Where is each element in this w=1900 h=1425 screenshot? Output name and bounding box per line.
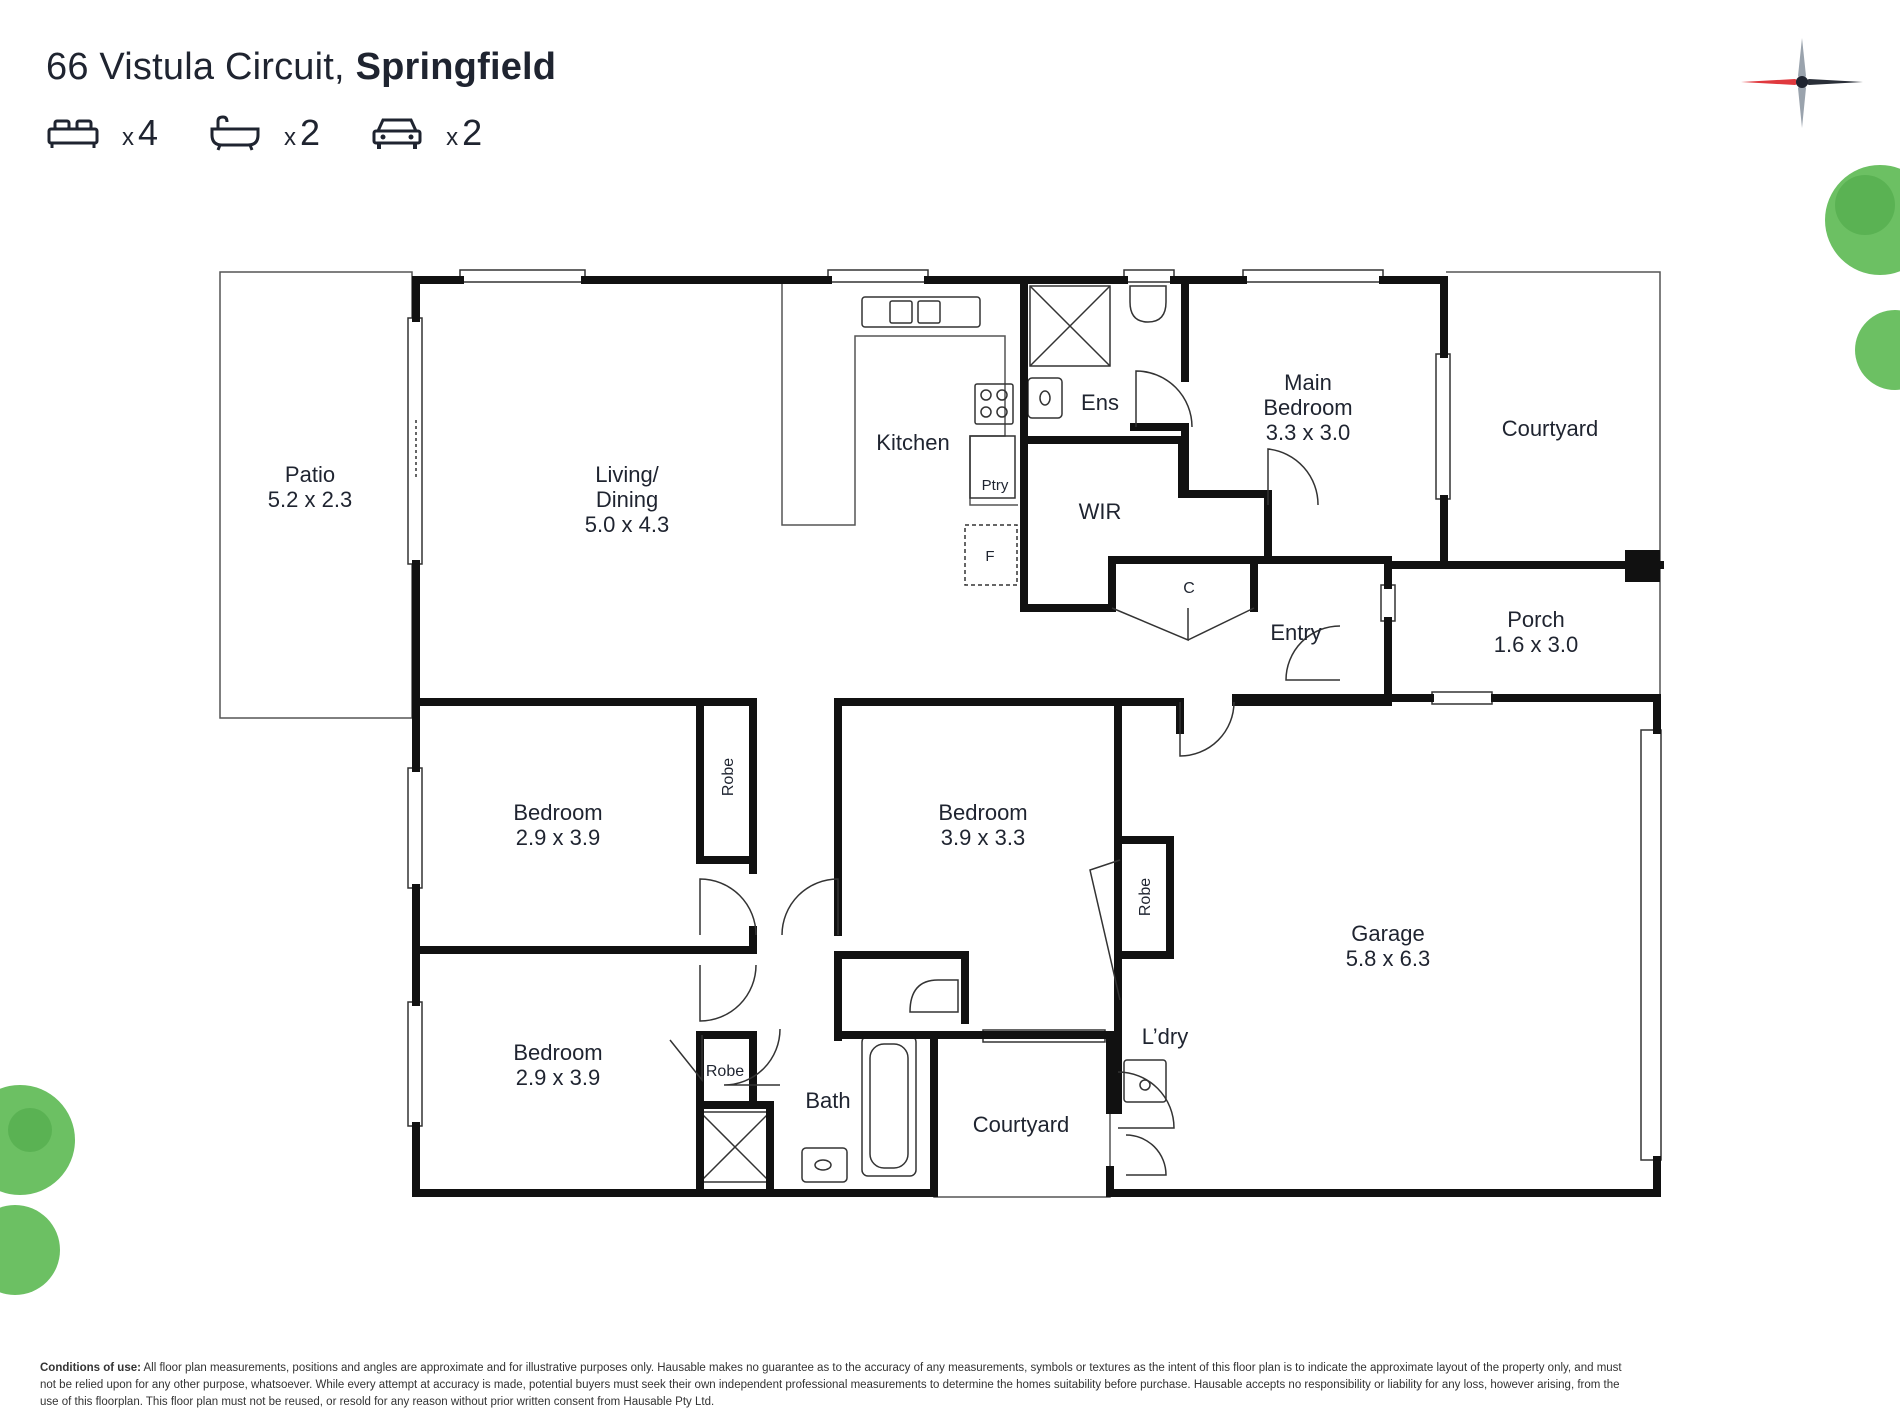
patio-size: 5.2 x 2.3: [268, 487, 352, 512]
bathroom-fixtures: [699, 285, 1167, 1183]
garage-size: 5.8 x 6.3: [1346, 946, 1430, 971]
bedroom-3-size: 2.9 x 3.9: [516, 1065, 600, 1090]
bathroom-count: 2: [300, 112, 321, 153]
suburb-name: Springfield: [355, 46, 557, 88]
kitchen-fixtures: [861, 296, 1018, 586]
tree-icon: [1825, 165, 1900, 390]
fridge-label: F: [985, 548, 994, 565]
bath-label: Bath: [805, 1088, 850, 1113]
windows: [407, 269, 1662, 1161]
kitchen-label: Kitchen: [876, 430, 949, 455]
bed-icon: [47, 119, 99, 148]
doors: [415, 370, 1341, 1176]
living-label-1: Living/: [595, 462, 659, 487]
conditions-of-use: Conditions of use: All floor plan measur…: [40, 1360, 1625, 1411]
walls: [412, 276, 1664, 1197]
closet-label: C: [1183, 580, 1195, 597]
living-label-2: Dining: [596, 487, 658, 512]
courtyard-south-label: Courtyard: [973, 1112, 1070, 1137]
bedroom-1-label: Bedroom: [513, 800, 602, 825]
main-bedroom-label-1: Main: [1284, 370, 1332, 395]
robe-2-label: Robe: [1137, 878, 1154, 916]
main-bedroom-label-2: Bedroom: [1263, 395, 1352, 420]
courtyard-east-label: Courtyard: [1502, 416, 1599, 441]
ensuite-label: Ens: [1081, 390, 1119, 415]
patio-label: Patio: [285, 462, 335, 487]
tree-icon: [0, 1085, 75, 1295]
garage-label: Garage: [1351, 921, 1424, 946]
bedroom-1-size: 2.9 x 3.9: [516, 825, 600, 850]
page-title: 66 Vistula Circuit, Springfield: [46, 46, 556, 89]
entry-label: Entry: [1270, 620, 1321, 645]
bath-icon: [210, 115, 260, 151]
conditions-heading: Conditions of use:: [40, 1362, 141, 1374]
conditions-text: All floor plan measurements, positions a…: [40, 1362, 1622, 1408]
robe-1-label: Robe: [720, 758, 737, 796]
room-labels: Patio 5.2 x 2.3 Living/ Dining 5.0 x 4.3…: [268, 370, 1598, 1137]
car-icon: [372, 118, 422, 149]
wir-label: WIR: [1079, 499, 1122, 524]
bedroom-count: 4: [138, 112, 159, 153]
laundry-label: L’dry: [1142, 1024, 1188, 1049]
porch-label: Porch: [1507, 607, 1564, 632]
bedroom-2-label: Bedroom: [938, 800, 1027, 825]
bedroom-2-size: 3.9 x 3.3: [941, 825, 1025, 850]
carspace-count: 2: [462, 112, 483, 153]
pantry-label: Ptry: [982, 477, 1009, 494]
robe-3-label: Robe: [706, 1063, 744, 1080]
living-size: 5.0 x 4.3: [585, 512, 669, 537]
compass-icon: [1741, 38, 1863, 128]
street-address: 66 Vistula Circuit,: [46, 46, 345, 88]
main-bedroom-size: 3.3 x 3.0: [1266, 420, 1350, 445]
bedroom-3-label: Bedroom: [513, 1040, 602, 1065]
listing-header: 66 Vistula Circuit, Springfield: [46, 46, 556, 89]
porch-size: 1.6 x 3.0: [1494, 632, 1578, 657]
